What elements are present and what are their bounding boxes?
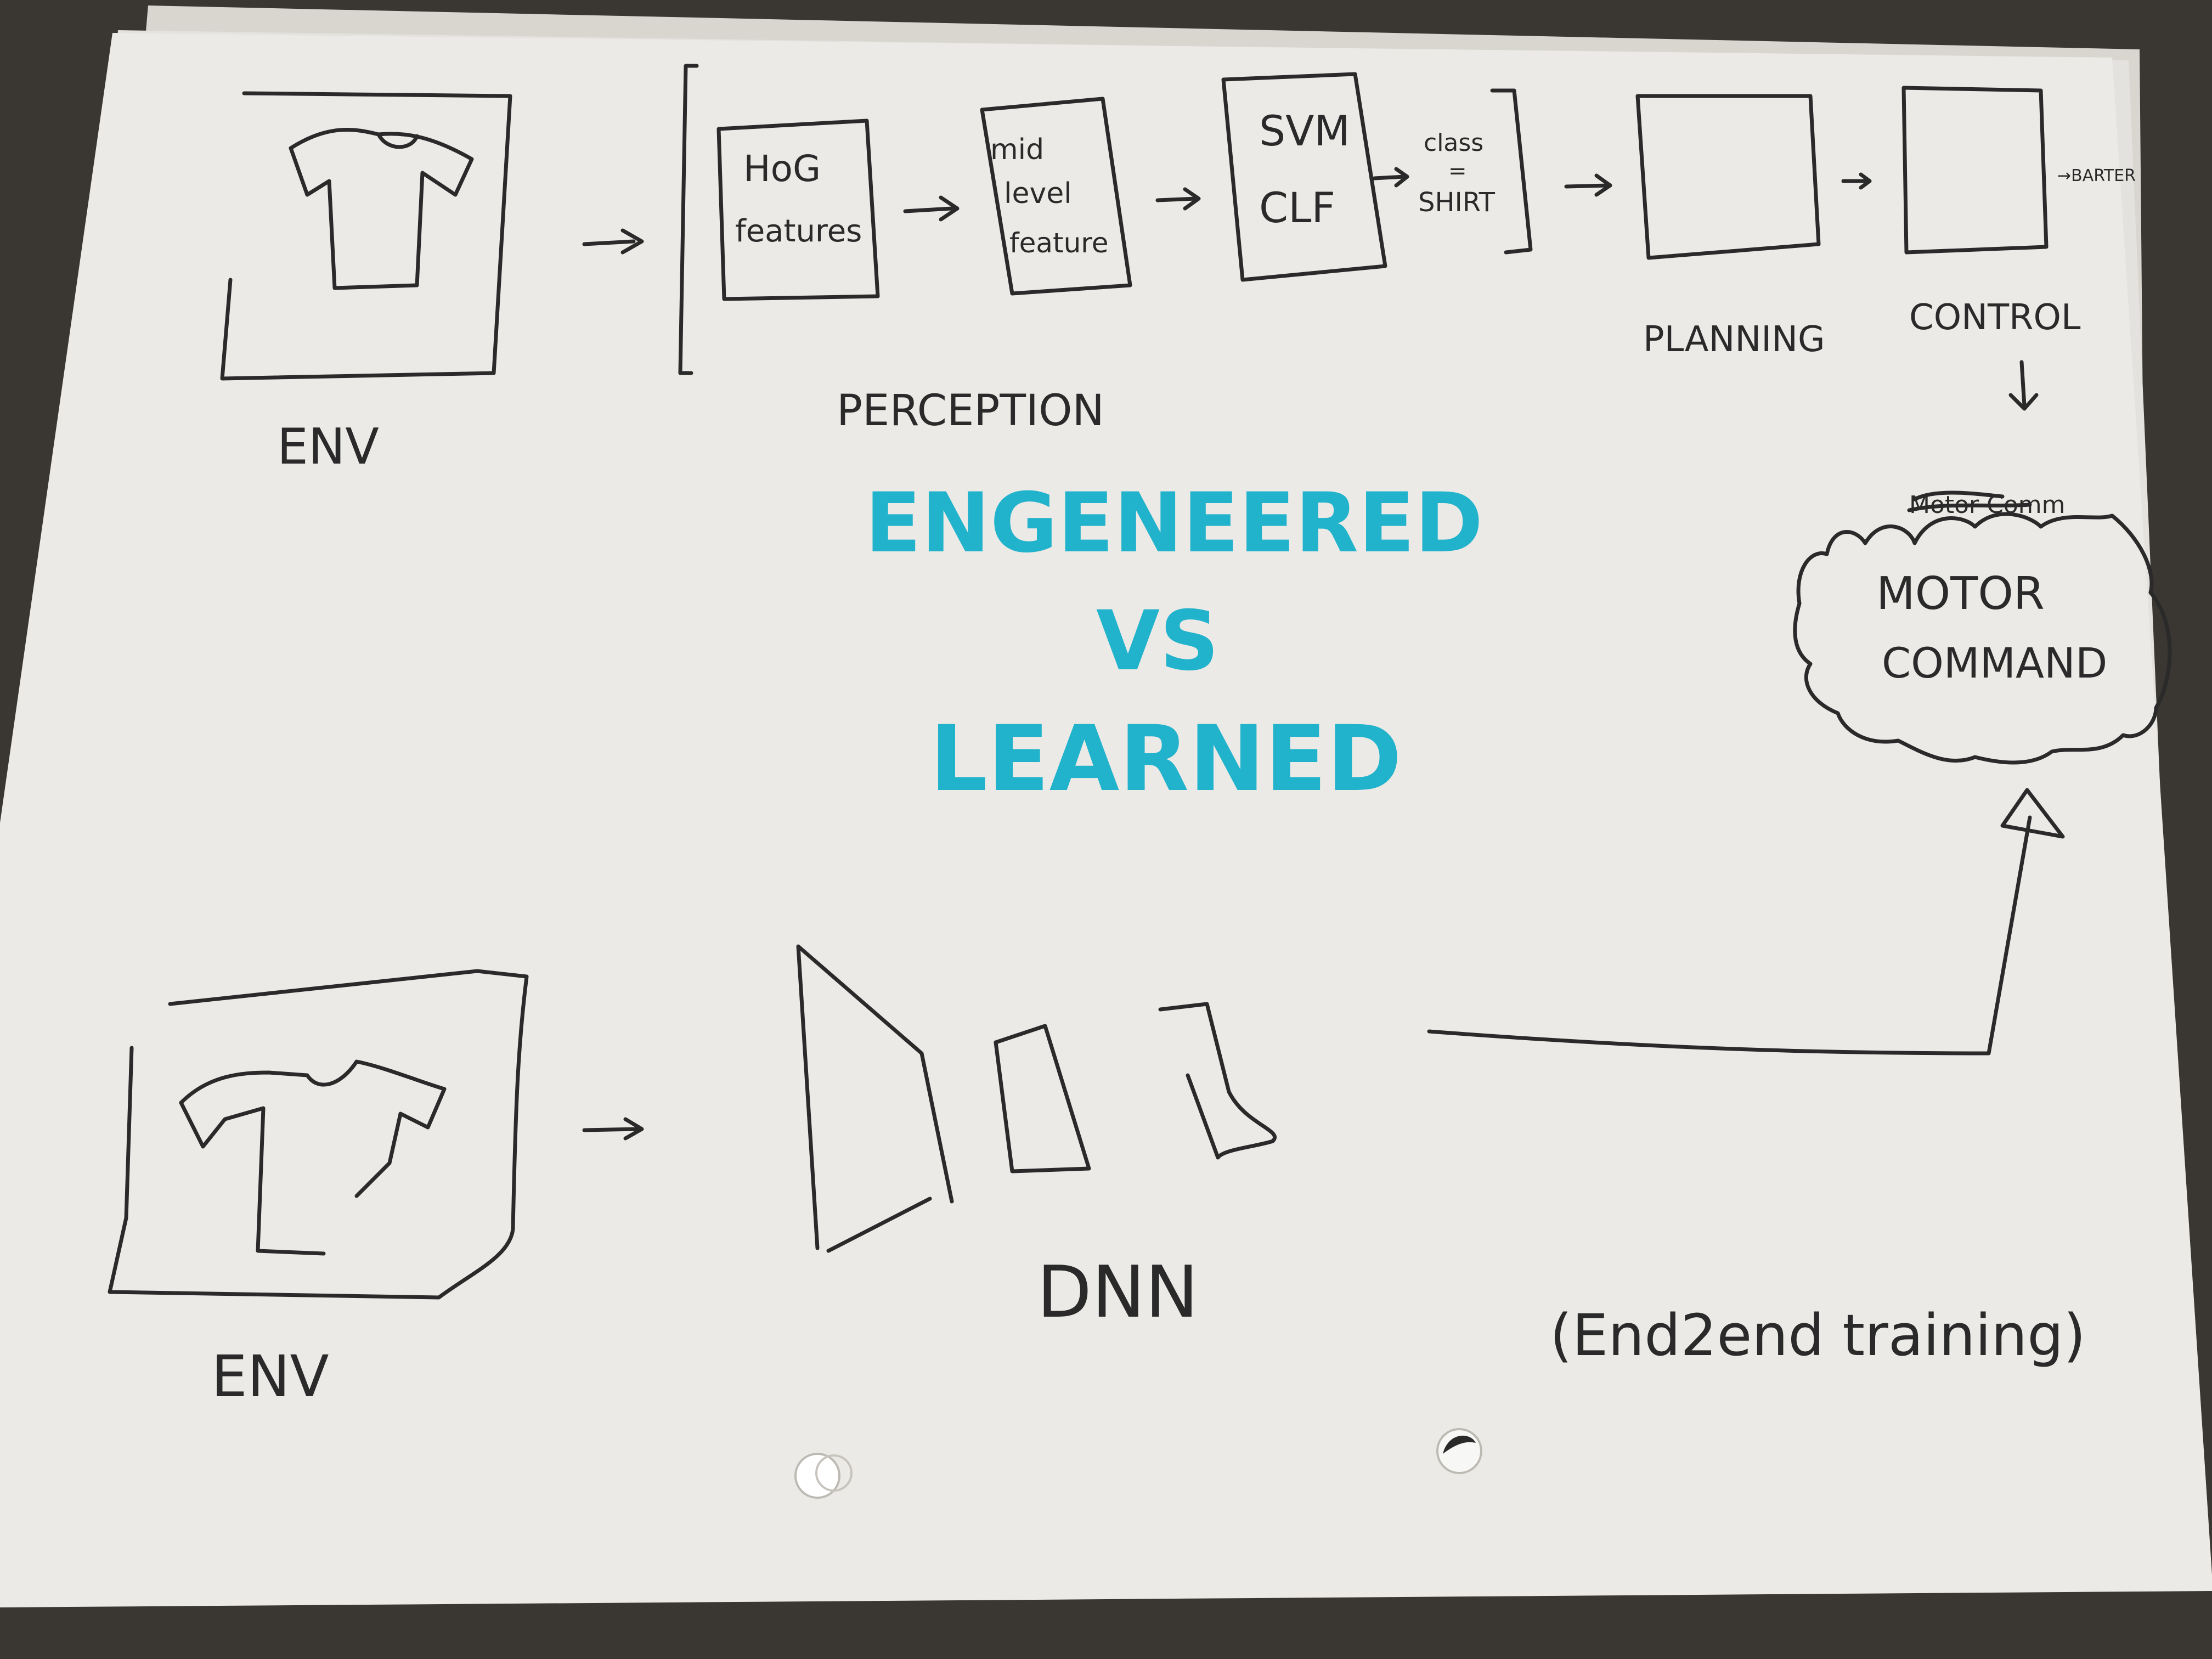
title-line-engineered: ENGENEERED (865, 476, 1483, 571)
control-box (1901, 86, 2049, 255)
arrow-dnn-to-motor-head (2000, 788, 2065, 839)
motor-label-line2: COMMAND (1882, 639, 2107, 687)
motor-command-cloud (1793, 512, 2172, 765)
planning-box (1635, 94, 1821, 260)
end2end-note: (End2end training) (1550, 1302, 2086, 1369)
top-shirt-drawing (289, 127, 474, 290)
arrow-hog-to-mid (903, 195, 960, 222)
control-side-note: →BARTER (2057, 166, 2136, 185)
motor-crossed-text: Motor Comm (1909, 491, 2066, 519)
svm-label-line1: SVM (1259, 106, 1350, 155)
bottom-env-label: ENV (211, 1343, 329, 1410)
punch-hole-right-shadow (1443, 1435, 1476, 1454)
motor-label-line1: MOTOR (1876, 568, 2045, 620)
punch-hole-left-edge (815, 1454, 853, 1492)
mid-label-line3: feature (1009, 227, 1109, 259)
class-label-line1: class (1424, 129, 1483, 157)
arrow-svm-to-class (1372, 167, 1409, 188)
control-label: CONTROL (1909, 297, 2081, 338)
svm-label-line2: CLF (1259, 183, 1335, 232)
top-env-label: ENV (277, 418, 379, 476)
bottom-shirt-drawing (179, 1059, 447, 1198)
bottom-shirt-body (179, 1101, 326, 1256)
dnn-layer-3 (1158, 1002, 1277, 1160)
arrow-planning-to-control (1841, 172, 1872, 190)
planning-label: PLANNING (1643, 319, 1825, 360)
class-label-line3: SHIRT (1418, 187, 1496, 218)
top-env-frame (220, 91, 512, 381)
arrow-env-to-dnn (582, 1117, 644, 1141)
bottom-env-frame (108, 969, 529, 1300)
arrow-dnn-to-motor (1427, 815, 2032, 1056)
mid-label-line2: level (1004, 177, 1072, 210)
arrow-mid-to-svm (1155, 187, 1201, 211)
paper-sheet (0, 33, 2212, 1607)
mid-label-line1: mid (990, 133, 1044, 166)
motor-strike-line-2 (1907, 503, 2032, 512)
title-line-vs: VS (1096, 594, 1219, 689)
hog-box (716, 119, 880, 301)
perception-bracket-left (678, 64, 699, 375)
hog-label-line1: HoG (743, 148, 821, 190)
svm-box (1221, 72, 1387, 282)
motor-strike-line-1 (1912, 490, 2005, 501)
arrow-env-to-perception (582, 228, 644, 255)
hog-label-line2: features (735, 213, 862, 249)
perception-bracket-right (1490, 88, 1533, 255)
dnn-layer-1 (796, 944, 954, 1253)
mid-level-box (980, 97, 1132, 296)
top-shirt-collar (376, 132, 419, 149)
title-line-learned: LEARNED (930, 706, 1402, 811)
dnn-label: DNN (1037, 1250, 1199, 1334)
perception-label: PERCEPTION (837, 386, 1104, 436)
arrow-control-to-motor (2008, 360, 2039, 411)
arrow-perception-to-planning (1564, 173, 1612, 197)
dnn-layer-2 (994, 1024, 1091, 1173)
class-label-line2: = (1448, 159, 1467, 184)
